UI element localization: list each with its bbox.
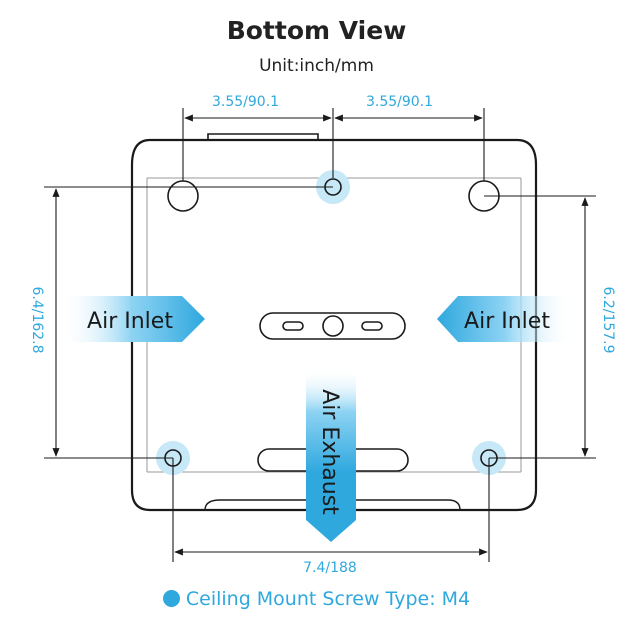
screw-legend-dot-icon [162,590,180,607]
legend-text: Ceiling Mount Screw Type: M4 [185,588,471,610]
dim-left: 6.4/162.8 [29,286,45,354]
diagram-title: Bottom View [226,16,407,45]
legend: Ceiling Mount Screw Type: M4 [0,588,633,610]
center-slot-plate [259,312,406,340]
air-inlet-left-label: Air Inlet [87,309,173,334]
unit-label: Unit:inch/mm [259,56,374,76]
air-exhaust-label: Air Exhaust [317,389,342,515]
dim-top-right: 3.55/90.1 [366,94,434,110]
dim-bottom: 7.4/188 [303,560,357,576]
air-inlet-right-arrow [437,296,573,342]
air-inlet-left-arrow [60,296,205,342]
hole-top-left [167,180,199,212]
dimension-lines [44,108,596,562]
air-inlet-right-label: Air Inlet [464,309,550,334]
dim-top-left: 3.55/90.1 [212,94,280,110]
dim-right: 6.2/157.9 [600,286,616,354]
air-exhaust-arrow [306,368,356,542]
